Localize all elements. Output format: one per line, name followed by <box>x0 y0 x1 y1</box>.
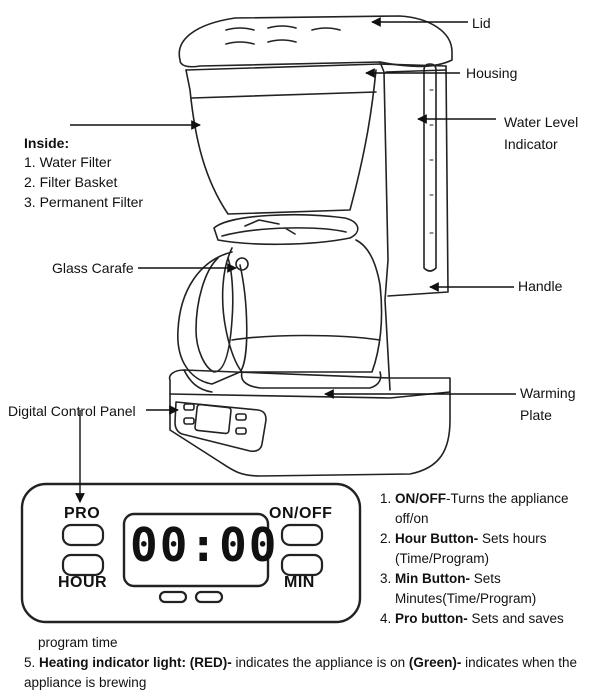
label-water-level-indicator: Water Level Indicator <box>504 114 579 152</box>
onoff-button-label: ON/OFF <box>269 505 333 522</box>
inside-item: 3. Permanent Filter <box>24 194 144 210</box>
carafe-lid <box>213 214 359 246</box>
legend-item-5: 5. Heating indicator light: (RED)- indic… <box>24 655 577 690</box>
control-panel-enlarged <box>20 482 362 624</box>
indicator-light-2 <box>194 590 224 604</box>
label-glass-carafe: Glass Carafe <box>52 260 134 276</box>
glass-carafe <box>221 239 383 373</box>
legend-item: 4. Pro button- Sets and saves <box>380 611 564 626</box>
control-panel-small <box>174 401 267 453</box>
legend-program-time: program time <box>38 635 118 650</box>
filter-basket <box>185 69 377 215</box>
housing <box>379 61 449 391</box>
onoff-button <box>280 523 324 547</box>
base <box>168 369 451 477</box>
water-window <box>423 63 437 272</box>
legend-item: 1. ON/OFF-Turns the appliance off/on <box>380 491 569 526</box>
legend-continuation: program time 5. Heating indicator light:… <box>24 633 594 693</box>
label-lid: Lid <box>472 15 491 31</box>
hour-button-label: HOUR <box>58 574 108 591</box>
pro-button-label: PRO <box>64 505 101 522</box>
hour-button <box>61 553 105 577</box>
min-button <box>280 553 324 577</box>
inside-item: 1. Water Filter <box>24 154 112 170</box>
label-inside-title: Inside: <box>24 135 70 151</box>
label-digital-control-panel: Digital Control Panel <box>8 403 136 419</box>
label-housing: Housing <box>466 65 518 81</box>
label-warming-plate: Warming Plate <box>520 385 576 423</box>
lcd-screen <box>122 512 270 588</box>
lid <box>178 15 453 68</box>
min-button-label: MIN <box>284 574 315 591</box>
legend-item: 2. Hour Button- Sets hours (Time/Program… <box>380 531 547 566</box>
button-legend: 1. ON/OFF-Turns the appliance off/on 2. … <box>380 489 598 629</box>
inside-item: 2. Filter Basket <box>24 174 118 190</box>
inside-list: 1. Water Filter 2. Filter Basket 3. Perm… <box>24 152 143 212</box>
indicator-light-1 <box>158 590 188 604</box>
legend-item: 3. Min Button- Sets Minutes(Time/Program… <box>380 571 537 606</box>
mini-lcd <box>194 403 232 435</box>
pro-button <box>61 523 105 547</box>
lcd-display-text: 00:00 <box>130 518 279 572</box>
label-handle: Handle <box>518 278 563 294</box>
